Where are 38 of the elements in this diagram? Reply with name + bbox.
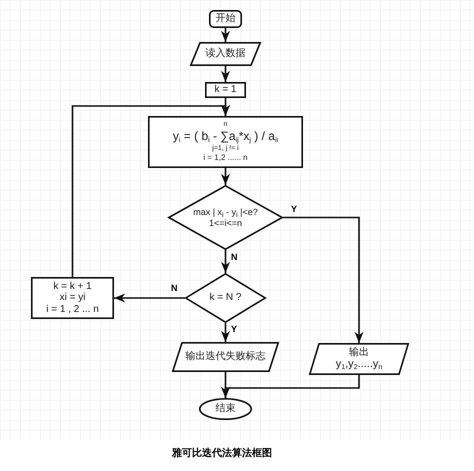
start-terminal xyxy=(209,10,242,28)
node-text: y$_{i}$ = ( b$_{i}$ - ∑a$_{ij}$*x$_{j}$ ) / a$_{ii}$ xyxy=(172,130,278,144)
input-output-parallelogram xyxy=(309,343,409,375)
arrow xyxy=(283,216,364,343)
node-text: 输出 xyxy=(349,346,369,358)
node-text: 开始 xyxy=(216,13,236,25)
end-terminal xyxy=(199,398,252,420)
node-text: y$_{1}$,y$_{2}$.....y$_{n}$ xyxy=(336,358,382,372)
edge-label: Y xyxy=(290,205,298,214)
arrow xyxy=(221,168,230,185)
arrow xyxy=(221,375,360,398)
node-text: k = k + 1 xyxy=(53,280,92,292)
node-text: k = N ? xyxy=(210,292,242,304)
node-text: max | x$_{i}$ - y$_{i}$ |<e? xyxy=(193,207,258,218)
node-text: i = 1,2 ...... n xyxy=(203,153,248,163)
decision-diamond xyxy=(168,185,283,250)
process-box xyxy=(205,82,246,98)
node-text: 读入数据 xyxy=(206,48,246,60)
arrow xyxy=(114,294,185,302)
arrow xyxy=(221,250,230,273)
edge-label: N xyxy=(170,284,178,293)
process-box xyxy=(148,116,303,168)
arrow xyxy=(221,28,230,42)
caption: 雅可比迭代法算法框图 xyxy=(172,446,272,460)
edge-label: Y xyxy=(230,325,238,334)
node-text: i = 1 , 2 ... n xyxy=(46,304,99,316)
process-box xyxy=(31,277,114,319)
arrow xyxy=(72,104,230,277)
edge-label: N xyxy=(230,253,238,262)
arrow xyxy=(221,323,230,342)
decision-diamond xyxy=(185,273,266,323)
node-text: xi = yi xyxy=(60,292,86,304)
node-text: 结束 xyxy=(216,403,236,415)
arrow xyxy=(221,66,230,82)
input-output-parallelogram xyxy=(172,342,279,372)
node-text: 1<=i<=n xyxy=(208,218,242,228)
node-text: k = 1 xyxy=(214,84,236,96)
node-text: 输出迭代失败标志 xyxy=(186,351,266,363)
